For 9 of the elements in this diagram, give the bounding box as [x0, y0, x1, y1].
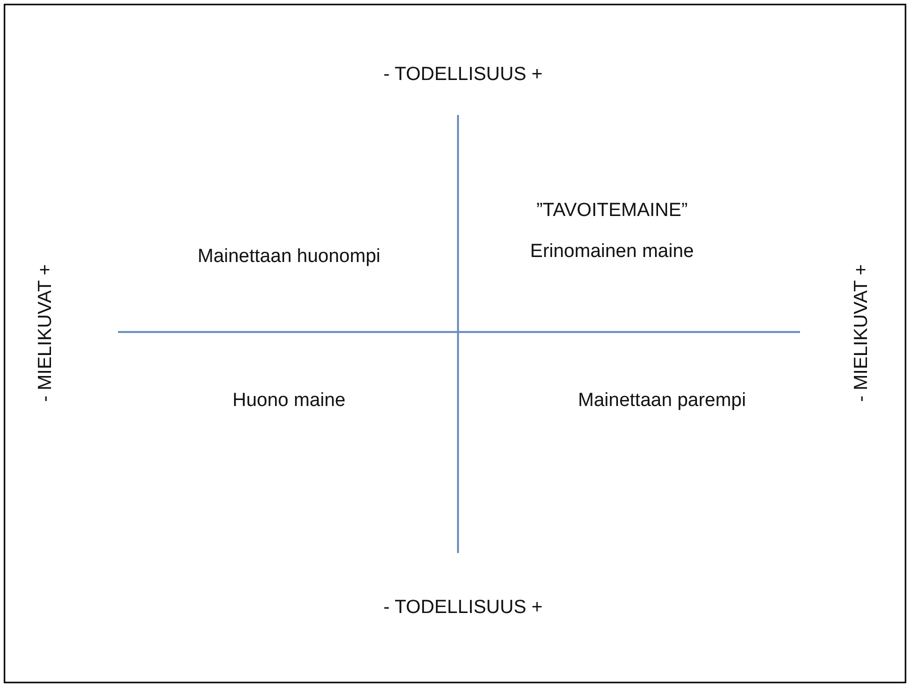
quadrant-label: Huono maine — [232, 390, 346, 412]
quadrant-label: Mainettaan parempi — [578, 390, 746, 412]
axis-label: - TODELLISUUS + — [383, 64, 543, 86]
axis-label: - MIELIKUVAT + — [35, 264, 57, 402]
quadrant-label: Erinomainen maine — [530, 241, 694, 263]
axis-label: - TODELLISUUS + — [383, 597, 543, 619]
axis-label: - MIELIKUVAT + — [851, 264, 873, 402]
quadrant-label: ”TAVOITEMAINE” — [536, 200, 688, 222]
quadrant-label: Mainettaan huonompi — [198, 246, 380, 268]
